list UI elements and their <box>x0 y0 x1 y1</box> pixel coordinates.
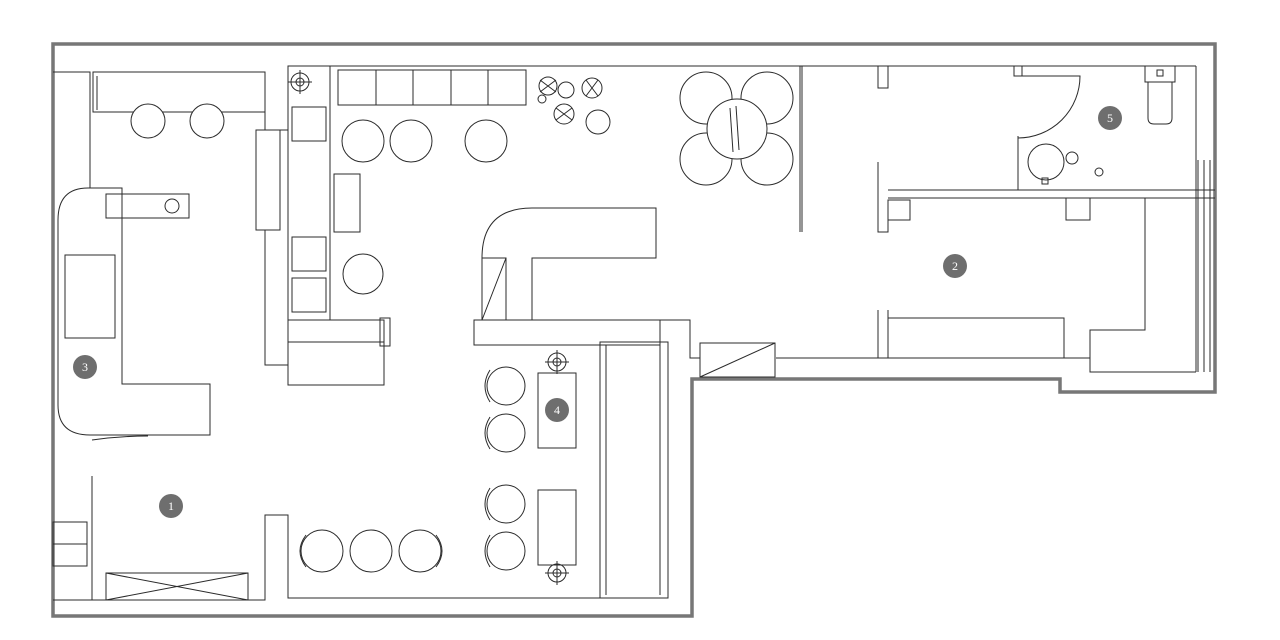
top-bench <box>92 71 266 139</box>
display-shelves <box>337 69 527 295</box>
counter-shelf <box>105 193 190 219</box>
outer-wall <box>51 42 1217 618</box>
stool <box>389 119 433 163</box>
room-marker-5: 5 <box>1098 106 1122 130</box>
shelving-column <box>287 106 391 386</box>
room-marker-2: 2 <box>943 254 967 278</box>
room-marker-1: 1 <box>159 494 183 518</box>
room-marker-label: 4 <box>554 403 560 417</box>
stool <box>464 119 508 163</box>
door-swing-icon <box>1017 75 1081 139</box>
light-fixture-icon <box>288 70 569 585</box>
counter-desk <box>64 254 116 339</box>
sink-icon <box>164 198 180 214</box>
room-marker-3: 3 <box>73 355 97 379</box>
plant-icon <box>537 76 611 135</box>
room-marker-label: 1 <box>168 499 174 513</box>
reception-counter <box>57 187 211 441</box>
room-marker-label: 2 <box>952 259 958 273</box>
interior-walls <box>53 65 1215 601</box>
stool <box>189 103 225 139</box>
toilet-icon <box>1147 81 1173 125</box>
stool <box>341 119 385 163</box>
room-marker-label: 3 <box>82 360 88 374</box>
bar-counter <box>481 207 657 321</box>
room-marker-4: 4 <box>545 398 569 422</box>
stool <box>342 253 384 295</box>
storage-cabinet <box>52 521 249 601</box>
sink-icon <box>1027 143 1065 181</box>
entrance-door <box>699 342 776 378</box>
restroom-fixtures <box>1017 65 1176 185</box>
room-marker-label: 5 <box>1107 111 1113 125</box>
stool <box>130 103 166 139</box>
dining-tables <box>299 341 669 599</box>
round-table-set <box>679 71 794 186</box>
